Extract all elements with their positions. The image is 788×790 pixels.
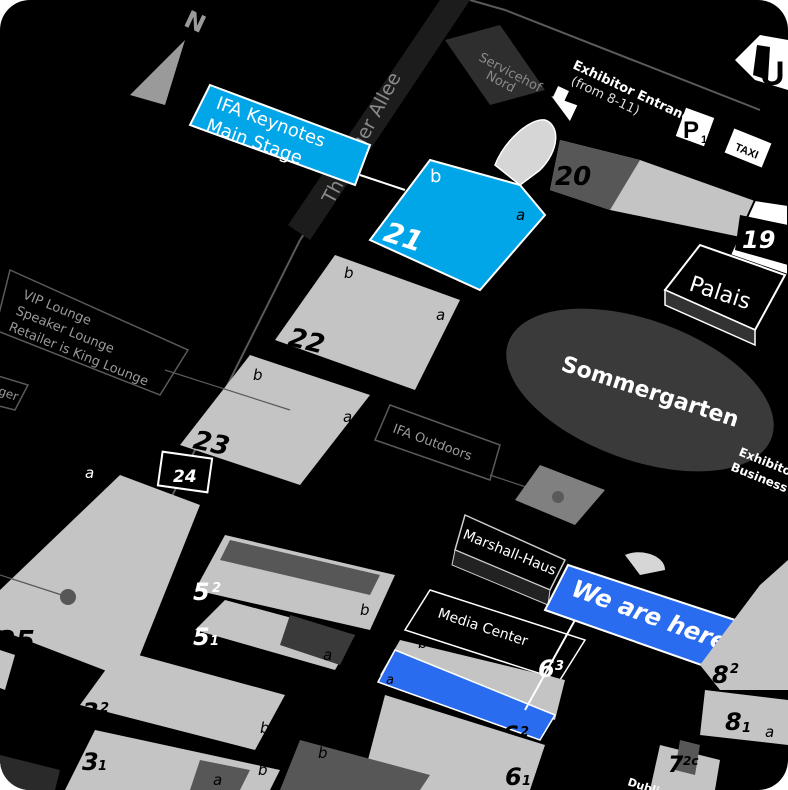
hall-3-1[interactable]: 3 1 b a — [65, 730, 280, 790]
hall-8-1-sub: 1 — [742, 721, 751, 736]
sommergarten[interactable]: Sommergarten — [485, 276, 788, 503]
hall-24[interactable]: 24 — [156, 450, 214, 494]
hall-3-1-section-a: a — [213, 771, 222, 789]
hall-5-1-section-a: a — [323, 646, 332, 664]
hall-8-1[interactable]: 8 1 a — [700, 690, 788, 745]
pointer-hand-icon — [494, 119, 557, 186]
hall-8-2-label: 8 — [712, 661, 729, 689]
parking-sign: P 1 — [675, 107, 715, 147]
hall-8-1-section-a: a — [765, 723, 774, 741]
hall-22-section-a: a — [436, 306, 445, 324]
hall-6-1-label: 6 — [505, 763, 522, 790]
hall-7-2c-label: 7 — [668, 753, 684, 778]
hall-7-2c[interactable]: 7 2c Dubli — [626, 740, 720, 790]
parking-sub: 1 — [701, 134, 707, 146]
hall-6-2-section-a: a — [386, 673, 394, 688]
hall-7-2c-sup: 2c — [683, 754, 698, 768]
hall-6-3-section-b: b — [418, 634, 428, 652]
hall-3-2-label: 3 — [82, 698, 99, 726]
parking-label: P — [683, 117, 699, 144]
servicehof-nord[interactable]: Servicehof Nord — [445, 25, 545, 105]
hall-24-label: 24 — [173, 467, 197, 487]
we-are-here-leader — [524, 619, 576, 711]
pointer-hand-icon-2 — [625, 552, 665, 575]
hall-25-section-a: a — [85, 464, 94, 482]
hall-5-1[interactable]: 5 1 a — [193, 600, 355, 670]
hall-23[interactable]: 23 b a — [180, 355, 370, 485]
hall-20-label: 20 — [555, 162, 591, 192]
hall-22[interactable]: 22 b a — [275, 255, 460, 390]
hall-21-section-b: b — [430, 166, 441, 187]
left-lower-hall — [0, 650, 60, 790]
exhibitor-entrance[interactable]: Exhibitor Entrance (from 8-11) — [548, 58, 700, 129]
hall-3-2-section-b: b — [260, 719, 270, 737]
hall-23-section-b: b — [253, 366, 263, 384]
hall-21[interactable]: 21 b a — [368, 158, 547, 292]
palais[interactable]: Palais — [663, 243, 787, 347]
marshall-haus[interactable]: Marshall-Haus — [451, 513, 567, 606]
hall-6-2-sup: 2 — [520, 725, 529, 740]
exhibitor-business-center: Exhibitor Business C — [729, 445, 788, 500]
hall-8-2[interactable]: 8 2 — [700, 560, 788, 690]
hall-5-2-label: 5 — [193, 578, 210, 606]
hall-4-section-b: b — [318, 744, 328, 762]
hall-6-1-sub: 1 — [522, 774, 531, 789]
taxi-sign: TAXI — [724, 128, 772, 168]
hall-6-3-sup: 3 — [555, 659, 564, 674]
hall-25[interactable]: 25 a — [0, 464, 200, 680]
lounge-fragment: nger — [0, 375, 30, 411]
compass: N — [130, 5, 210, 105]
hall-3-2-sup: 2 — [100, 701, 109, 716]
hall-19-label: 19 — [742, 226, 775, 254]
hall-5-2[interactable]: 5 2 b — [193, 535, 395, 630]
hall-19[interactable]: 19 — [728, 198, 788, 277]
compass-label: N — [180, 5, 210, 39]
site-boundary — [139, 0, 761, 561]
hall-3-1-label: 3 — [82, 748, 99, 776]
hall-5-2-section-b: b — [360, 601, 370, 619]
hall-22-section-b: b — [344, 264, 354, 282]
lounge-fragment-label: nger — [0, 381, 20, 404]
hall-6-1[interactable]: 6 1 — [360, 695, 545, 790]
hall-4[interactable]: b — [280, 740, 430, 790]
hall-5-1-label: 5 — [193, 623, 210, 651]
north-arrow-icon — [130, 40, 185, 105]
ubahn-sign: U — [735, 35, 788, 93]
hall-8-2-sup: 2 — [730, 662, 739, 677]
hall-8-1-label: 8 — [725, 708, 742, 736]
hall-5-2-sup: 2 — [212, 581, 221, 596]
ubahn-label: U — [760, 55, 785, 93]
ifa-outdoors-pin-icon — [552, 491, 564, 503]
hall-5-1-sub: 1 — [210, 634, 219, 649]
hall-23-section-a: a — [343, 408, 352, 426]
hall-3-2[interactable]: 3 2 b — [80, 650, 285, 750]
hall-25-label: 25 — [0, 624, 35, 657]
ifa-outdoors-label: IFA Outdoors — [391, 422, 474, 465]
keynotes-leader-line — [359, 174, 406, 191]
hall-20[interactable]: 20 — [550, 140, 780, 240]
hall-3-1-sub: 1 — [98, 759, 107, 774]
hall-21-section-a: a — [516, 206, 525, 224]
hall-3-1-section-b: b — [258, 761, 268, 779]
